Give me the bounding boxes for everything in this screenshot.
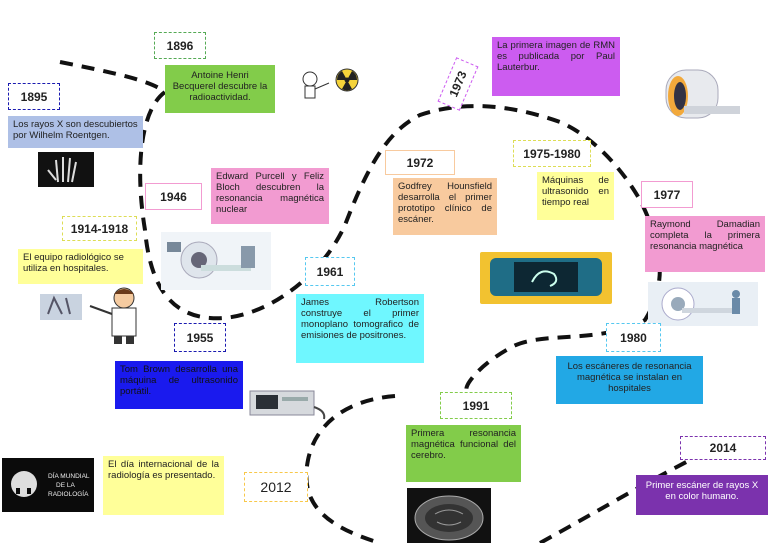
event-note-1980: Los escáneres de resonancia magnética se… <box>556 356 703 404</box>
event-note-1914-1918: El equipo radiológico se utiliza en hosp… <box>18 249 143 284</box>
logo-line-1: DÍA MUNDIAL <box>48 471 90 480</box>
mri-machine-image <box>665 69 740 119</box>
year-label-2014: 2014 <box>680 436 766 460</box>
event-note-1991: Primera resonancia magnética funcional d… <box>406 425 521 482</box>
doctor-xray-illustration <box>40 287 137 344</box>
event-note-1895: Los rayos X son descubiertos por Wilhelm… <box>8 116 143 148</box>
year-label-1961: 1961 <box>305 257 355 286</box>
event-note-1946: Edward Purcell y Feliz Bloch descubren l… <box>211 168 329 224</box>
year-label-1972: 1972 <box>385 150 455 175</box>
event-note-1961: James Robertson construye el primer mono… <box>296 294 424 363</box>
brain-mri-scan-image <box>407 488 491 543</box>
event-note-2014: Primer escáner de rayos X en color human… <box>636 475 768 515</box>
ultrasound-machine-image <box>249 390 326 420</box>
year-label-1946: 1946 <box>145 183 202 210</box>
event-note-1972: Godfrey Hounsfield desarrolla el primer … <box>393 178 497 235</box>
world-radiology-day-logo: DÍA MUNDIAL DE LA RADIOLOGÍA <box>2 458 94 512</box>
logo-line-3: RADIOLOGÍA <box>48 489 89 498</box>
ultrasound-screen-image <box>480 252 612 304</box>
year-label-1991: 1991 <box>440 392 512 419</box>
year-label-1975-1980: 1975-1980 <box>513 140 591 167</box>
year-label-1895: 1895 <box>8 83 60 110</box>
event-note-2012: El día internacional de la radiología es… <box>103 456 224 515</box>
logo-line-2: DE LA <box>56 482 75 489</box>
mri-room-image <box>648 282 758 326</box>
year-label-1914-1918: 1914-1918 <box>62 216 137 241</box>
year-label-1955: 1955 <box>174 323 226 352</box>
year-label-1896: 1896 <box>154 32 206 59</box>
event-note-1896: Antoine Henri Becquerel descubre la radi… <box>165 65 275 113</box>
event-note-1977: Raymond Damadian completa la primera res… <box>645 216 765 272</box>
radioactivity-icon <box>302 68 359 99</box>
year-label-1980: 1980 <box>606 323 661 352</box>
hand-xray-image <box>38 152 94 187</box>
event-note-1955: Tom Brown desarrolla una máquina de ultr… <box>115 361 243 409</box>
event-note-1975-1980: Máquinas de ultrasonido en tiempo real <box>537 172 614 220</box>
year-label-1977: 1977 <box>641 181 693 208</box>
ct-scanner-room-image <box>161 232 271 290</box>
year-label-2012: 2012 <box>244 472 308 502</box>
event-note-1973: La primera imagen de RMN es publicada po… <box>492 37 620 96</box>
